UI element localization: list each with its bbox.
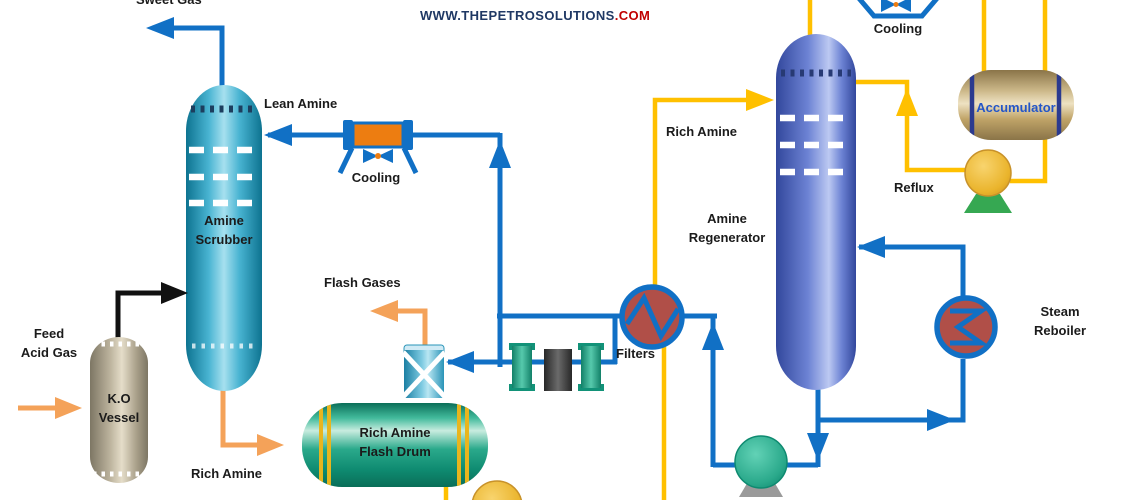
- rich-amine-feed-label: Rich Amine: [666, 124, 738, 139]
- sweet-gas-label: Sweet Gas: [136, 0, 202, 9]
- rich-amine-flash-drum-vessel: [302, 403, 488, 487]
- watermark: WWW.THEPETROSOLUTIONS.COM: [420, 6, 650, 25]
- rich-amine-feed-pipe: [652, 97, 762, 292]
- rich-amine-bottom-label: Rich Amine: [191, 466, 263, 481]
- ko-overhead-pipe: [115, 290, 182, 340]
- reflux-return-pipe: [856, 79, 966, 173]
- sweet-gas-pipe: [152, 25, 225, 86]
- overhead-fin-fan-cooler: [857, 0, 939, 19]
- pump-stand: [964, 194, 1012, 213]
- lean-amine-cooler: [337, 120, 419, 175]
- rich-amine-out-arrow: [257, 434, 284, 456]
- accumulator-label: Accumulator: [976, 100, 1056, 115]
- acid-gas-arrow: [161, 282, 188, 304]
- bottoms-down-arrow: [807, 433, 829, 461]
- reboiler-return-pipe: [859, 244, 966, 297]
- sweet-gas-arrow: [146, 17, 174, 39]
- rich-amine-outlet-pipe: [220, 376, 262, 448]
- rich-amine-feed-arrow: [746, 89, 774, 111]
- filter-bank: [509, 343, 604, 391]
- filters-label: Filters: [616, 346, 656, 361]
- flash-gases-pipe: [390, 308, 428, 348]
- orange-pipes: [18, 308, 428, 448]
- cooler-label: Cooling: [351, 170, 401, 185]
- green-filter-1: [512, 346, 532, 388]
- reflux-label: Reflux: [894, 180, 934, 195]
- rich-amine-yellow-pipes: [443, 0, 1048, 500]
- acid-gas-black-pipe: [115, 290, 182, 340]
- accumulator-outlet-pipe: [1010, 138, 1048, 184]
- flow-arrows: [55, 17, 955, 461]
- flash-gases-label: Flash Gases: [324, 275, 401, 290]
- watermark-suffix: .COM: [614, 8, 651, 23]
- reflux-up-arrow: [896, 88, 918, 116]
- flash-drum-demister: [403, 344, 445, 398]
- fan-icon: [881, 0, 896, 12]
- watermark-main: WWW.THEPETROSOLUTIONS: [420, 8, 615, 23]
- lean-rich-exchanger: [619, 284, 685, 350]
- lean-amine-pump: [734, 435, 788, 497]
- feed-gas-arrow: [55, 397, 82, 419]
- cooler-fan-icon: [363, 149, 378, 163]
- riser-up-arrow: [489, 140, 511, 168]
- carbon-filter: [544, 349, 572, 391]
- pump-riser-up-arrow: [702, 322, 724, 350]
- green-filter-2: [581, 346, 601, 388]
- reflux-pump: [964, 149, 1012, 213]
- flash-gases-arrow: [370, 300, 398, 322]
- lean-amine-arrow: [264, 124, 292, 146]
- amine-scrubber-vessel: [186, 85, 262, 391]
- demister-inlet-arrow: [446, 351, 474, 373]
- amine-regenerator-vessel: [776, 34, 856, 390]
- ko-vessel: [90, 337, 148, 483]
- cooler-body: [351, 121, 405, 149]
- reboiler-return-arrow: [857, 236, 885, 258]
- lean-amine-label: Lean Amine: [264, 96, 338, 111]
- steam-reboiler-exchanger: [934, 295, 998, 359]
- flash-drum-pump: [471, 480, 523, 500]
- lean-amine-blue-pipes: [152, 25, 966, 468]
- cooler-legs: [337, 146, 419, 175]
- reboiler-feed-pipe: [818, 359, 966, 423]
- accumulator-vessel: [958, 70, 1074, 140]
- overhead-cooler-label: Cooling: [873, 21, 923, 36]
- reboiler-feed-arrow: [927, 409, 955, 431]
